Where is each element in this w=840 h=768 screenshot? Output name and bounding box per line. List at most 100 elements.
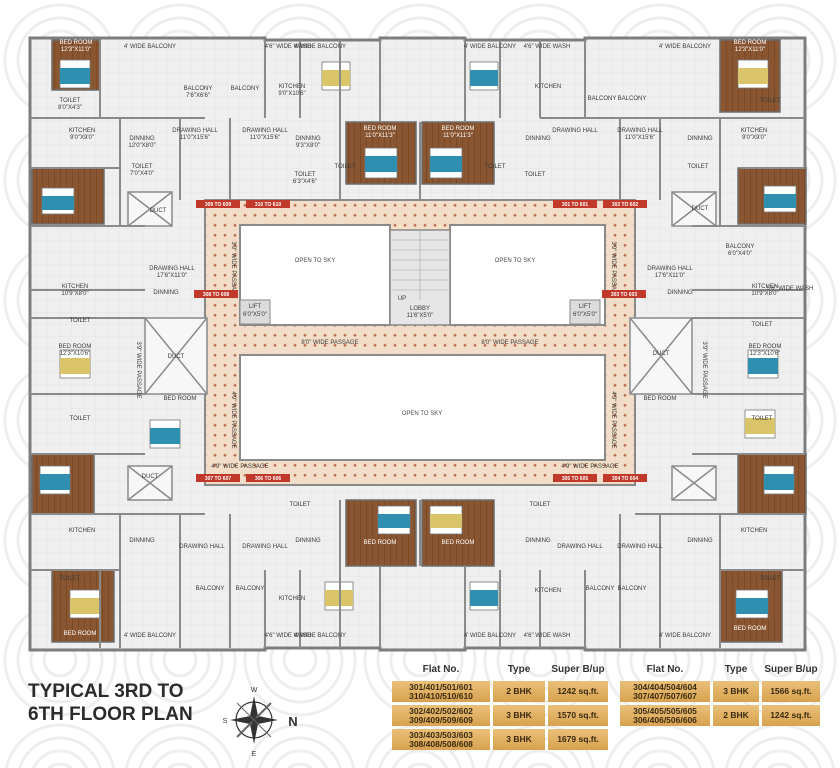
col-area: Super B/up (551, 664, 605, 675)
balcony-label: BALCONY (586, 586, 615, 592)
lift-dim: 6'0"X5'0" (573, 312, 597, 318)
balcony-label: BALCONY (588, 96, 617, 102)
compass-north: N (288, 714, 297, 729)
flat-no-cell: 303/403/503/603 308/408/508/608 (392, 729, 490, 750)
dining-label: DINNING (129, 538, 155, 544)
bedroom-dim: 12'3"X11'0" (61, 47, 91, 53)
bedroom-label: BED ROOM (734, 626, 767, 632)
dining-dim: 12'0"X8'0" (128, 143, 155, 149)
drawing-hall-label: DRAWING HALL (149, 266, 195, 272)
kitchen-label: KITCHEN (69, 128, 95, 134)
passage-label: 3'9" WIDE PASSAGE (610, 241, 616, 298)
balcony-label: BALCONY (196, 586, 225, 592)
drawing-hall-dim: 17'6"X11'0" (655, 273, 685, 279)
toilet-label: TOILET (290, 502, 311, 508)
kitchen-label: KITCHEN (62, 284, 88, 290)
lift-label: LIFT (579, 304, 592, 310)
central-court (204, 199, 636, 486)
toilet-label: TOILET (60, 576, 81, 582)
open-sky-label: OPEN TO SKY (295, 258, 335, 264)
passage-label: 3'9" WIDE PASSAGE (701, 341, 707, 398)
toilet-label: TOILET (525, 172, 546, 178)
kitchen-label: KITCHEN (535, 84, 561, 90)
toilet-label: TOILET (60, 98, 81, 104)
flat-number-label: 303 TO 603 (611, 292, 638, 298)
area-cell: 1566 sq.ft. (762, 681, 820, 702)
drawing-hall-label: DRAWING HALL (617, 544, 663, 550)
drawing-hall-label: DRAWING HALL (647, 266, 693, 272)
col-flat-no: Flat No. (422, 664, 460, 675)
table-row: 304/404/504/604 307/407/507/607 3 BHK 15… (620, 681, 823, 702)
table-row: 303/403/503/603 308/408/508/608 3 BHK 16… (392, 729, 611, 750)
col-type: Type (507, 664, 531, 675)
table-row: 302/402/502/602 309/409/509/609 3 BHK 15… (392, 705, 611, 726)
col-area: Super B/up (764, 664, 818, 675)
flat-no-cell: 301/401/501/601 310/410/510/610 (392, 681, 490, 702)
flat-number-tag: 303 TO 603 (602, 290, 646, 298)
toilet-label: TOILET (752, 322, 773, 328)
flat-number-label: 310 TO 610 (255, 202, 282, 208)
col-type: Type (724, 664, 748, 675)
compass-s: S (223, 718, 228, 725)
passage-label: 3'9" WIDE PASSAGE (135, 341, 141, 398)
dining-label: DINNING (295, 136, 321, 142)
passage-label: 4'9" WIDE PASSAGE (561, 464, 618, 470)
kitchen-label: KITCHEN (535, 588, 561, 594)
ducts (127, 191, 717, 501)
toilet-label: TOILET (335, 164, 356, 170)
balcony-label: 4' WIDE BALCONY (464, 633, 516, 639)
toilet-label: TOILET (530, 502, 551, 508)
bedroom-label: BED ROOM (64, 631, 97, 637)
wash-label: 4'6" WIDE WASH (265, 633, 312, 639)
passage-label: 8'0" WIDE PASSAGE (481, 340, 538, 346)
flat-number-label: 307 TO 607 (205, 476, 232, 482)
flat-number-tag: 302 TO 602 (603, 200, 647, 208)
kitchen-dim: 9'0"X9'0" (70, 135, 94, 141)
passage-label: 4'9" WIDE PASSAGE (211, 464, 268, 470)
toilet-label: TOILET (752, 416, 773, 422)
passage-label: 8'0" WIDE PASSAGE (301, 340, 358, 346)
flat-number-tag: 308 TO 608 (194, 290, 238, 298)
dining-label: DINNING (687, 538, 713, 544)
area-cell: 1679 sq.ft. (548, 729, 608, 750)
type-cell: 2 BHK (713, 705, 759, 726)
table-row: 305/405/505/605 306/406/506/606 2 BHK 12… (620, 705, 823, 726)
flat-number-label: 306 TO 606 (255, 476, 282, 482)
toilet-dim: 7'0"X4'0" (130, 171, 154, 177)
wash-label: 5'6" WIDE WASH (767, 286, 814, 292)
balcony-label: 4' WIDE BALCONY (294, 633, 346, 639)
dining-label: DINNING (525, 136, 551, 142)
kitchen-dim: 10'9"X8'0" (61, 291, 88, 297)
flat-number-label: 309 TO 609 (205, 202, 232, 208)
flat-no-cell: 305/405/505/605 306/406/506/606 (620, 705, 710, 726)
wash-label: 4'6" WIDE WASH (265, 44, 312, 50)
compass-w: W (251, 687, 258, 694)
flat-number-label: 305 TO 605 (562, 476, 589, 482)
balcony-label: BALCONY (236, 586, 265, 592)
type-cell: 3 BHK (713, 681, 759, 702)
lobby-dim: 11'6"X5'0" (407, 313, 434, 319)
bedroom-dim: 12'3"X10'6" (60, 351, 91, 357)
kitchen-label: KITCHEN (69, 528, 95, 534)
lobby-label: LOBBY (410, 306, 430, 312)
balcony-label: 4' WIDE BALCONY (659, 633, 711, 639)
bedroom-dim: 11'0"X11'3" (443, 133, 473, 139)
lift-dim: 6'0"X5'0" (243, 312, 267, 318)
balcony-dim: 7'6"X6'6" (186, 93, 210, 99)
area-table-left: Flat No. Type Super B/up 301/401/501/601… (392, 664, 611, 750)
dining-label: DINNING (153, 290, 179, 296)
toilet-label: TOILET (132, 164, 153, 170)
type-cell: 3 BHK (493, 729, 545, 750)
bedroom-dim: 12'3"X11'0" (735, 47, 765, 53)
kitchen-label: KITCHEN (741, 128, 767, 134)
flat-number-label: 304 TO 604 (612, 476, 639, 482)
kitchen-dim: 9'0"X9'0" (742, 135, 766, 141)
bedroom-label: BED ROOM (59, 344, 92, 350)
kitchen-label: KITCHEN (279, 596, 305, 602)
balcony-label: 4' WIDE BALCONY (464, 44, 516, 50)
toilet-label: TOILET (70, 318, 91, 324)
table-header: Flat No. Type Super B/up (392, 664, 611, 678)
wash-label: 4'6" WIDE WASH (524, 633, 571, 639)
bedroom-label: BED ROOM (749, 344, 782, 350)
